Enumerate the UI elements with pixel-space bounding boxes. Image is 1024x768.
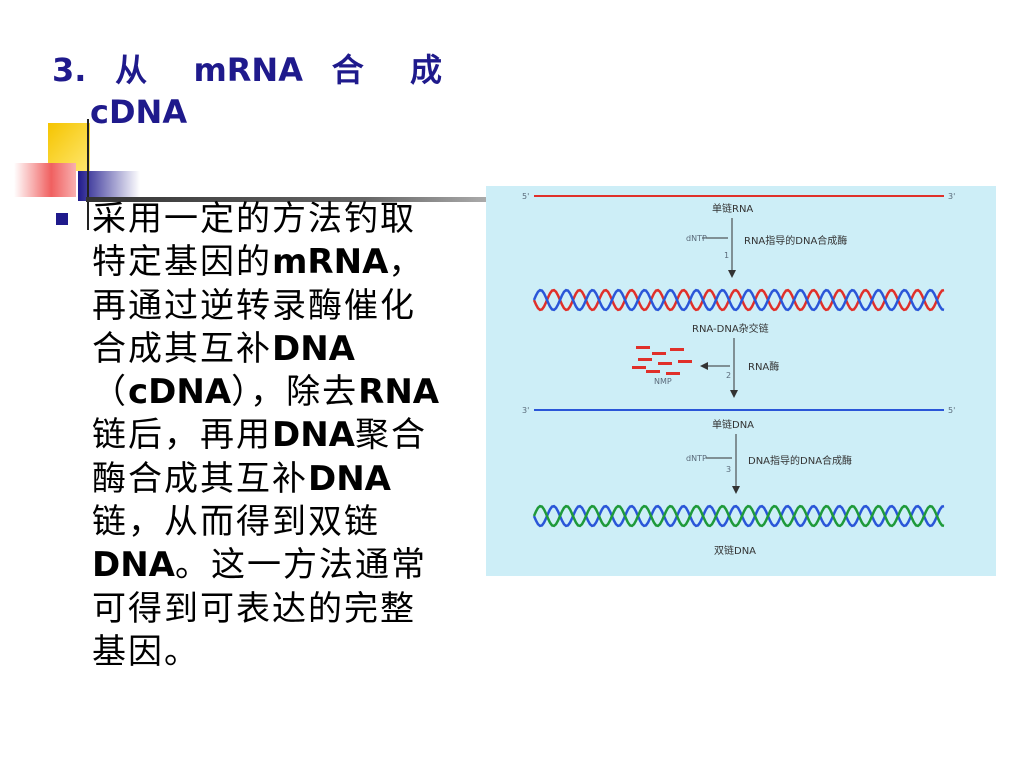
label-dntp-3: dNTP	[686, 454, 707, 463]
decorative-squares	[14, 119, 140, 230]
label-nmp: NMP	[654, 377, 672, 386]
label-single-rna: 单链RNA	[712, 202, 753, 215]
label-enzyme-3: DNA指导的DNA合成酶	[748, 454, 852, 467]
rna-fragment	[658, 362, 672, 365]
label-double-dna: 双链DNA	[714, 544, 756, 557]
strand-b	[532, 288, 945, 312]
step-number: 3	[726, 465, 731, 474]
slide-title-line2: cDNA	[90, 93, 188, 131]
rna-fragments	[632, 346, 692, 375]
end-label: 5'	[522, 192, 529, 201]
rna-fragment	[638, 358, 652, 361]
end-label: 3'	[948, 192, 955, 201]
step-number: 1	[724, 251, 729, 260]
rna-fragment	[670, 348, 684, 351]
strand-a	[532, 288, 945, 312]
slide-title-line1: 3. 从 mRNA 合 成	[52, 51, 442, 89]
step-number: 2	[726, 371, 731, 380]
double-dna-helix	[532, 504, 945, 528]
strand-b	[532, 504, 945, 528]
label-hybrid: RNA-DNA杂交链	[692, 322, 769, 335]
label-rnase: RNA酶	[748, 360, 779, 373]
label-dntp-1: dNTP	[686, 234, 707, 243]
body-paragraph: 采用一定的方法钓取特定基因的mRNA，再通过逆转录酶催化合成其互补DNA（cDN…	[92, 199, 440, 672]
bullet-marker	[56, 213, 68, 225]
rna-fragment	[636, 346, 650, 349]
rna-fragment	[666, 372, 680, 375]
rna-fragment	[632, 366, 646, 369]
title-divider	[86, 197, 486, 202]
cdna-synthesis-diagram: 5' 3' 单链RNA dNTP RNA指导的DNA合成酶 1 RNA-DNA杂…	[486, 186, 996, 576]
label-single-dna: 单链DNA	[712, 418, 754, 431]
strand-a	[532, 504, 945, 528]
label-enzyme-1: RNA指导的DNA合成酶	[744, 234, 847, 247]
rna-fragment	[678, 360, 692, 363]
end-label: 3'	[522, 406, 529, 415]
end-label: 5'	[948, 406, 955, 415]
rna-dna-hybrid-helix	[532, 288, 945, 312]
rna-fragment	[652, 352, 666, 355]
rna-fragment	[646, 370, 660, 373]
